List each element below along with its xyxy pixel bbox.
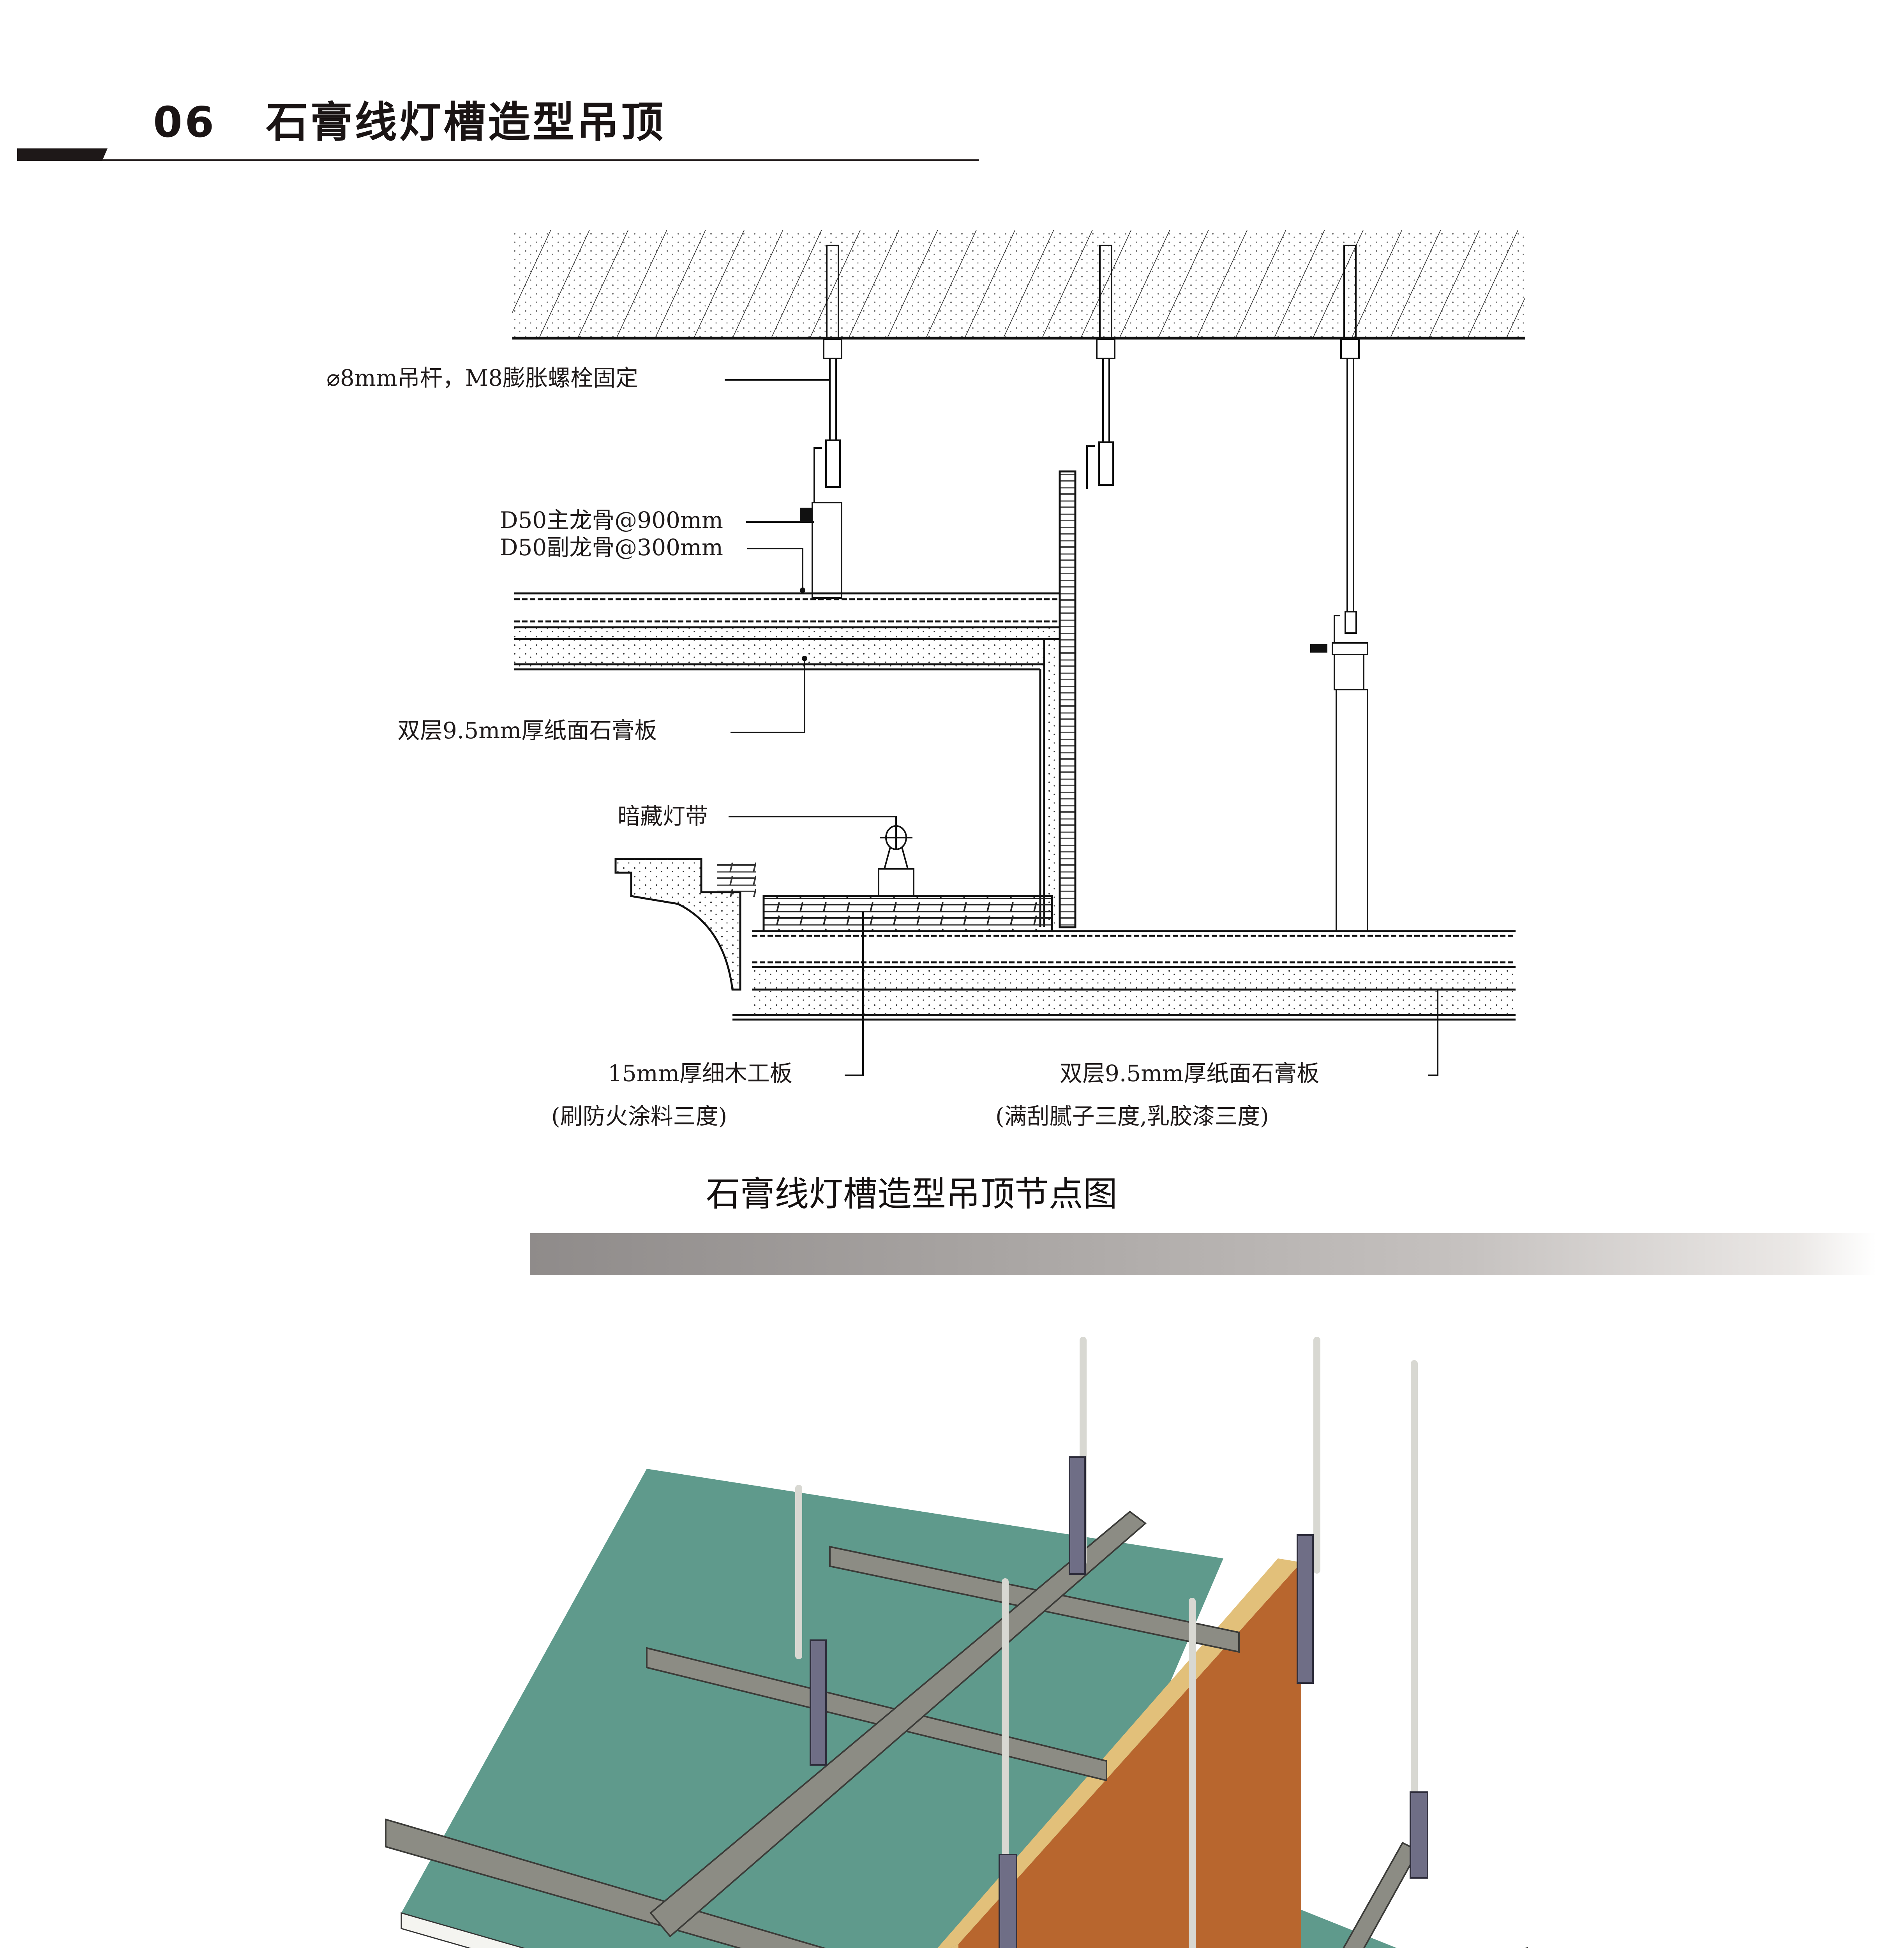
section-drawing-caption: 石膏线灯槽造型吊顶节点图 <box>706 1174 1118 1214</box>
render-3d <box>351 1305 1558 1948</box>
label-hidden-light-strip: 暗藏灯带 <box>618 803 708 829</box>
section-number: 06 <box>153 98 217 147</box>
section-title: 石膏线灯槽造型吊顶 <box>266 98 666 147</box>
section-drawing-lines <box>512 230 1525 1076</box>
label-plywood-note: (刷防火涂料三度) <box>551 1103 727 1129</box>
label-lower-gypsum-note: (满刮腻子三度,乳胶漆三度) <box>995 1103 1269 1129</box>
label-plywood: 15mm厚细木工板 <box>608 1060 792 1087</box>
label-upper-gypsum-board: 双层9.5mm厚纸面石膏板 <box>397 717 657 744</box>
section-caption-bar <box>530 1233 1876 1275</box>
label-lower-gypsum-board: 双层9.5mm厚纸面石膏板 <box>1060 1060 1320 1087</box>
render-3d-illustration <box>385 1337 1528 1948</box>
label-main-keel: D50主龙骨@900mm <box>500 507 723 533</box>
section-drawing: ⌀8mm吊杆，M8膨胀螺栓固定 D50主龙骨@900mm D50副龙骨@300m… <box>326 230 1525 1129</box>
header-accent-block <box>17 148 108 161</box>
label-hanger-rod: ⌀8mm吊杆，M8膨胀螺栓固定 <box>326 365 639 391</box>
header-rule <box>102 159 979 161</box>
page-title: 06 石膏线灯槽造型吊顶 <box>153 97 666 148</box>
label-sub-keel: D50副龙骨@300mm <box>500 534 723 561</box>
